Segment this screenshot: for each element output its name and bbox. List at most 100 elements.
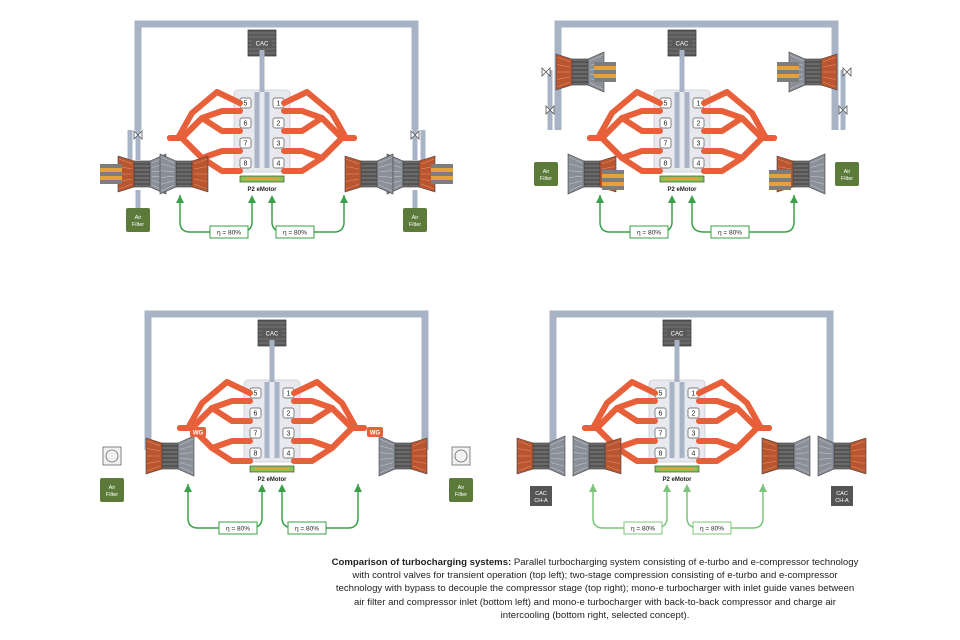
compressor-blade [818,462,833,467]
charge-air-duct [144,314,429,450]
compressor-blade [795,462,810,467]
compressor-blade [810,184,825,192]
compressor-blade [179,445,194,450]
compressor-blade [379,438,394,446]
tailpipe-stripe [602,186,624,190]
compressor-blade [379,452,394,455]
turbine-blade [118,158,133,165]
compressor-blade [379,466,394,474]
cylinder-box [272,157,285,169]
exhaust-tailpipe [602,170,624,190]
compressor-blade [795,457,810,460]
tailpipe-stripe [769,186,791,190]
compressor-blade [589,54,604,62]
cylinder-number: 7 [664,141,668,148]
compressor-blade [179,457,194,460]
arrow-head [759,484,767,492]
turbine-blade [601,166,616,170]
cylinder-box [249,427,262,439]
compressor-blade [550,438,565,446]
compressor-blade [550,445,565,450]
cylinder-number: 4 [287,451,291,458]
efficiency-frame [623,521,663,535]
air-filter-box [449,478,473,502]
cylinder-number: 5 [659,391,663,398]
turbine-blade [777,158,792,165]
turbine-blade [556,56,571,63]
cylinder-number: 2 [287,411,291,418]
exhaust-runner-left [590,379,658,431]
inlet-guide-vane-ring [105,449,119,463]
cylinder-box [272,117,285,129]
compressor-blade [378,163,393,168]
tailpipe-stripe [602,182,624,186]
turbine-blade [851,440,866,447]
tailpipe-stripe [431,172,453,176]
cylinder-box [239,157,252,169]
air-filter-box [534,162,558,186]
efficiency-label: η = 80% [283,230,307,237]
tailpipe-stripe [777,62,799,66]
compressor-blade [378,170,393,173]
compressor-blade [818,457,833,460]
turbine-blade [146,448,161,452]
efficiency-label: η = 80% [700,526,724,533]
turbine-blade [851,465,866,472]
turbine-blade [606,465,621,472]
air-filter-label: Filter [409,222,421,228]
turbine-blade [762,460,777,464]
compressor-blade [378,180,393,185]
cylinder-number: 6 [659,411,663,418]
efficiency-box: η = 80% [629,225,669,239]
cylinder-box [687,427,700,439]
arrow-head [268,195,276,203]
compressor-blade [573,457,588,460]
turbine-blade [556,76,571,80]
turbine-blade [822,64,837,68]
efficiency-label: η = 80% [217,230,241,237]
power-flow-arrows: η = 80% η = 80% [596,195,798,239]
compressor-blade [568,184,583,192]
exhaust-tailpipe [100,164,122,184]
mono-e-turbo-left [516,435,566,477]
efficiency-box: η = 80% [710,225,750,239]
tailpipe-stripe [602,174,624,178]
compressor-blade [550,462,565,467]
cac-label-bg [262,329,282,337]
tailpipe-stripe [100,168,122,172]
cylinder-number: 8 [664,161,668,168]
power-flow-arrows: η = 80% η = 80% [176,195,348,239]
compressor-blade [179,462,194,467]
compressor-blade [160,180,175,185]
tailpipe-stripe [431,180,453,184]
compressor-wheel [378,435,396,477]
control-valve [842,67,852,77]
e-compressor-left [159,153,209,195]
efficiency-frame [287,521,327,535]
arrow-head [184,484,192,492]
arrow-head [663,484,671,492]
tailpipe-stripe [602,178,624,182]
compressor-blade [810,163,825,168]
efficiency-frame [275,225,315,239]
cylinder-number: 7 [659,431,663,438]
exhaust-runner-right [701,89,769,141]
tailpipe-stripe [777,66,799,70]
arrow-head [278,484,286,492]
turbine-blade [601,158,616,165]
exhaust-tailpipe [431,164,453,184]
cylinder-box [692,137,705,149]
compressor-wheel [572,435,590,477]
air-filter-label: Air [458,485,465,491]
compressor-blade [568,156,583,164]
power-flow-arrows: η = 80%η = 80% [184,484,362,535]
compressor-blade [568,170,583,173]
arrow-head [258,484,266,492]
cylinder-number: 6 [244,121,248,128]
compressor-blade [160,156,175,164]
cylinder-box [654,447,667,459]
